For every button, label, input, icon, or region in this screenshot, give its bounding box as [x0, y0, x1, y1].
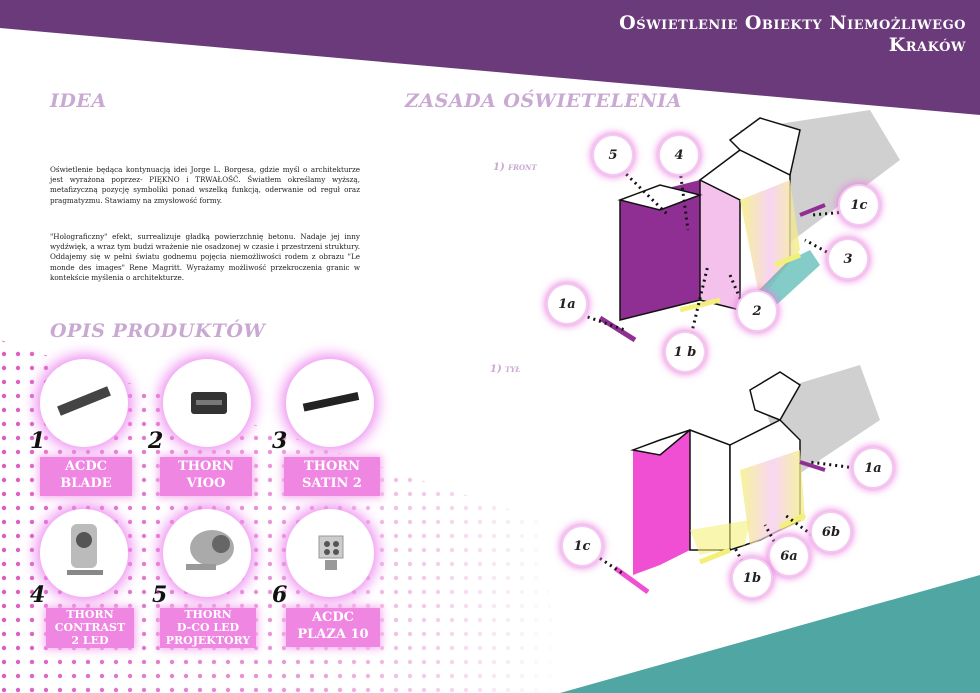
led-bar-icon — [302, 392, 360, 412]
back-tag-1b: 1b — [733, 559, 771, 597]
header-title: Oświetlenie Obiekty Niemożliwego Kraków — [466, 12, 966, 56]
product-number-6: 6 — [272, 582, 288, 608]
product-image-5 — [166, 512, 248, 594]
back-view-label: 1) tył — [490, 364, 521, 375]
front-tag-1b: 1 b — [666, 333, 704, 371]
product-number-5: 5 — [152, 582, 168, 608]
product-image-4 — [43, 512, 125, 594]
idea-title: IDEA — [50, 90, 107, 112]
wall-light-icon — [191, 392, 227, 414]
product-number-4: 4 — [30, 582, 46, 608]
back-tag-6a: 6a — [770, 537, 808, 575]
product-image-6 — [289, 512, 371, 594]
front-tag-5: 5 — [594, 136, 632, 174]
front-tag-3: 3 — [829, 240, 867, 278]
front-building-diagram — [598, 110, 900, 343]
back-tag-1c: 1c — [563, 527, 601, 565]
product-number-2: 2 — [148, 428, 164, 454]
front-tag-2: 2 — [738, 292, 776, 330]
front-tag-1a: 1a — [548, 285, 586, 323]
front-tag-4: 4 — [660, 136, 698, 174]
front-tag-1c: 1c — [840, 186, 878, 224]
linear-light-icon — [57, 386, 111, 416]
back-tag-1a: 1a — [854, 449, 892, 487]
product-image-2 — [166, 362, 248, 444]
product-image-3 — [289, 362, 371, 444]
flood-light-icon — [318, 535, 344, 570]
back-tag-6b: 6b — [812, 513, 850, 551]
idea-paragraph-2: "Holograficzny" efekt, surrealizuje gład… — [50, 232, 360, 282]
idea-paragraph-1: Oświetlenie będąca kontynuacją idei Jorg… — [50, 165, 360, 205]
projector-icon — [186, 530, 234, 570]
header-title-line2: Kraków — [888, 34, 966, 56]
product-number-1: 1 — [30, 428, 46, 454]
header-band — [0, 0, 980, 115]
product-image-1 — [43, 362, 125, 444]
footer-band — [560, 575, 980, 693]
principle-title: ZASADA OŚWIETELENIA — [405, 90, 682, 112]
back-building-diagram — [613, 365, 880, 595]
product-number-3: 3 — [272, 428, 288, 454]
front-view-label: 1) front — [493, 162, 537, 173]
back-leader-lines — [594, 460, 856, 577]
products-title: OPIS PRODUKTÓW — [50, 320, 266, 342]
header-title-line1: Oświetlenie Obiekty Niemożliwego — [619, 12, 966, 34]
spotlight-icon — [67, 524, 103, 575]
